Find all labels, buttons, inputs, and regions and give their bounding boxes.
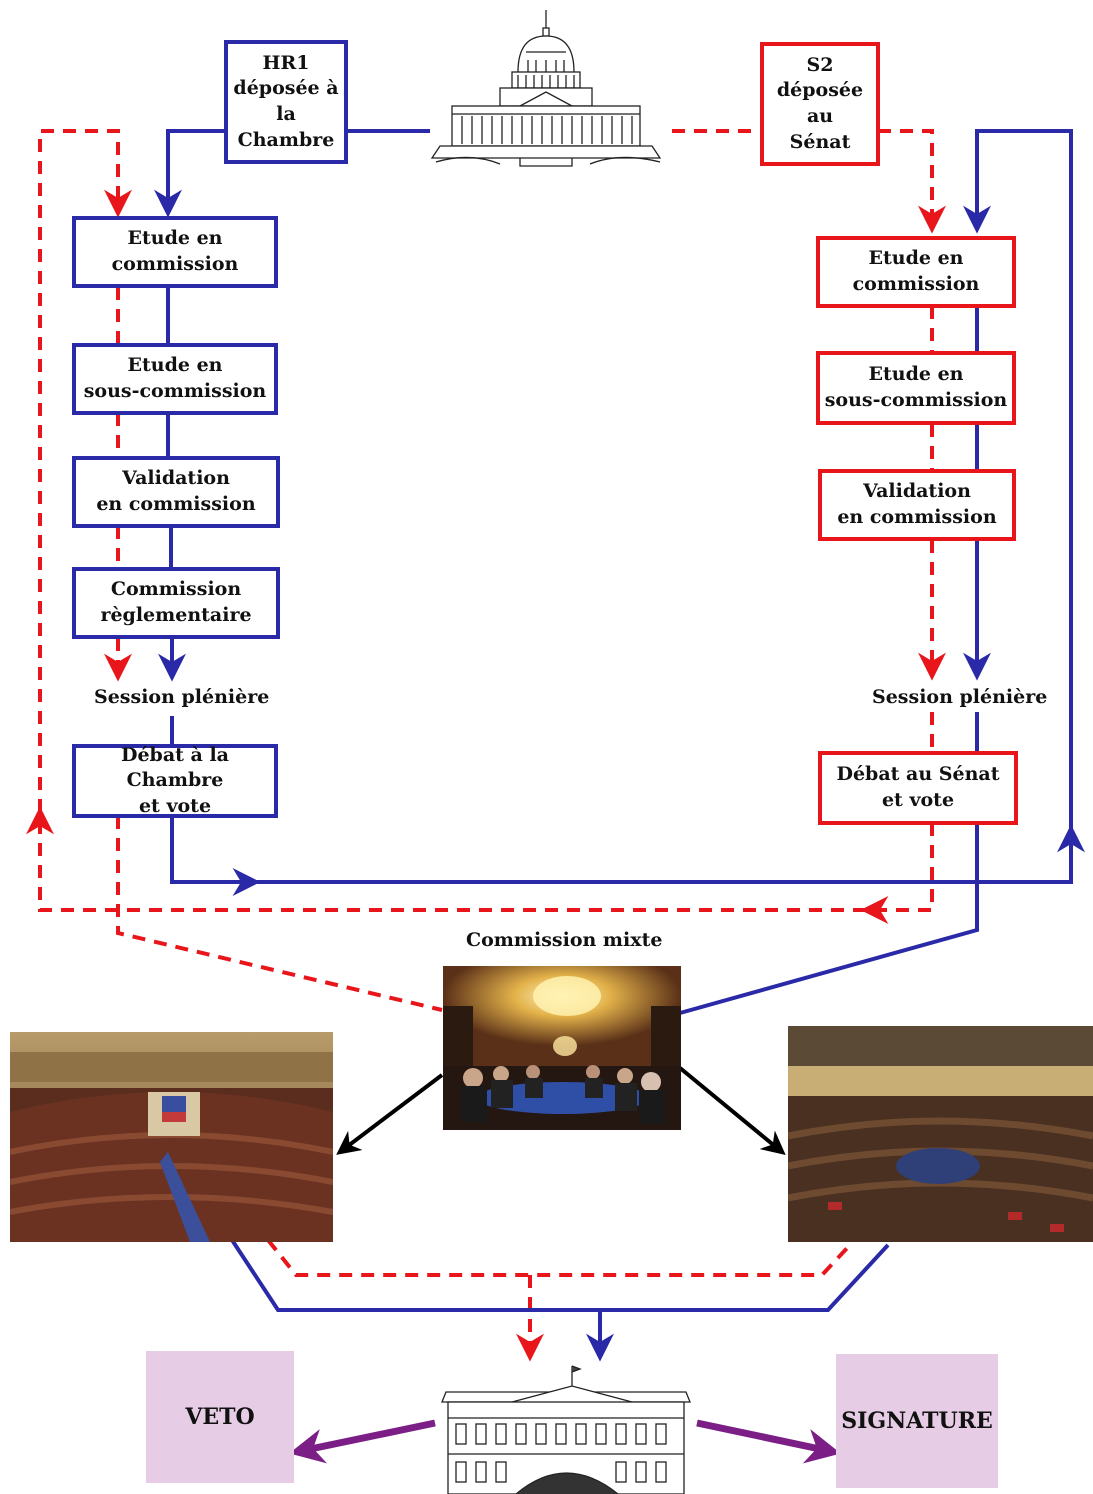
senate-step-line2: en commission xyxy=(837,506,997,528)
house-step-line2: commission xyxy=(111,253,239,275)
senate-step-validation: Validation en commission xyxy=(818,469,1016,541)
senate-chamber-photo xyxy=(788,1026,1093,1242)
house-step-line1: Validation xyxy=(122,467,230,490)
signature-label: SIGNATURE xyxy=(841,1408,993,1434)
senate-step-line1: Validation xyxy=(863,480,971,503)
house-bill-line1: HR1 xyxy=(262,51,310,74)
house-chamber-photo xyxy=(10,1032,333,1242)
white-house-icon xyxy=(441,1365,691,1494)
house-step-line2: règlementaire xyxy=(100,604,252,626)
senate-vote-line1: Débat au Sénat xyxy=(836,763,1000,786)
house-step-line1: Etude en xyxy=(127,354,223,377)
senate-step-line1: Etude en xyxy=(868,247,964,270)
senate-step-subcommittee: Etude en sous-commission xyxy=(816,351,1016,425)
senate-bill-line3: Sénat xyxy=(789,130,851,153)
house-vote-box: Débat à la Chambre et vote xyxy=(72,744,278,818)
senate-vote-box: Débat au Sénat et vote xyxy=(818,751,1018,825)
house-bill-path xyxy=(154,129,1085,1362)
house-bill-line3: Chambre xyxy=(237,128,335,151)
senate-step-line1: Etude en xyxy=(868,363,964,386)
signature-box: SIGNATURE xyxy=(836,1354,998,1488)
veto-label: VETO xyxy=(185,1404,255,1430)
senate-step-line2: sous-commission xyxy=(824,389,1008,411)
conference-committee-photo xyxy=(443,966,681,1130)
senate-plenary-label: Session plénière xyxy=(872,686,1048,708)
house-step-rules: Commission règlementaire xyxy=(72,567,280,639)
house-step-validation: Validation en commission xyxy=(72,456,280,528)
conference-label: Commission mixte xyxy=(466,929,663,951)
senate-bill-line2: déposée au xyxy=(776,79,864,127)
white-house-windows xyxy=(455,1423,667,1483)
president-arrows xyxy=(289,1419,841,1464)
capitol-icon xyxy=(430,10,662,167)
house-step-committee: Etude en commission xyxy=(72,216,278,288)
conference-arrows xyxy=(336,1066,786,1156)
senate-vote-line2: et vote xyxy=(881,789,955,811)
senate-bill-line1: S2 xyxy=(806,53,834,76)
house-step-line1: Etude en xyxy=(127,227,223,250)
house-vote-line1: Débat à la Chambre xyxy=(120,743,229,792)
house-step-line2: sous-commission xyxy=(83,380,267,402)
house-plenary-label: Session plénière xyxy=(94,686,270,708)
veto-box: VETO xyxy=(146,1351,294,1483)
house-bill-line2: déposée à la xyxy=(233,77,339,125)
senate-step-line2: commission xyxy=(852,273,980,295)
senate-bill-path xyxy=(26,129,946,1362)
house-step-subcommittee: Etude en sous-commission xyxy=(72,343,278,415)
senate-step-committee: Etude en commission xyxy=(816,236,1016,308)
senate-bill-box: S2 déposée au Sénat xyxy=(760,42,880,166)
house-vote-line2: et vote xyxy=(138,794,212,817)
house-step-line1: Commission xyxy=(110,578,242,601)
house-step-line2: en commission xyxy=(96,493,256,515)
house-bill-box: HR1 déposée à la Chambre xyxy=(224,40,348,164)
